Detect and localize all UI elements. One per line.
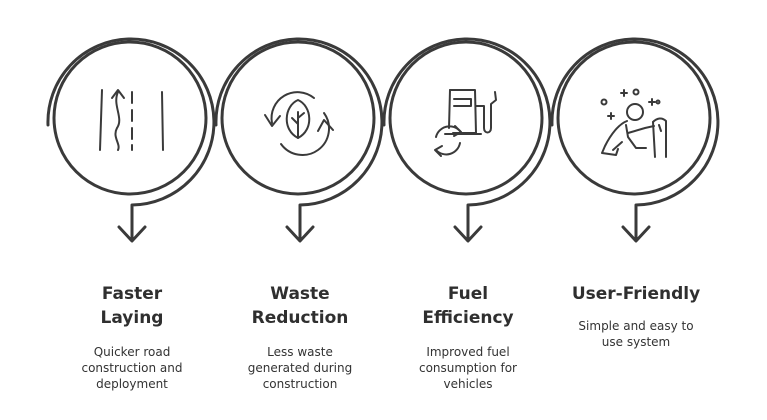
user-friendly-icon (600, 88, 667, 158)
step-2-description: Less waste generated during construction (225, 344, 375, 392)
step-4-title: User-Friendly (556, 282, 716, 306)
step-3-desc-line-1: Improved fuel (426, 345, 510, 359)
step-2-desc-line-1: Less waste (267, 345, 333, 359)
road-icon (99, 89, 164, 151)
fuel-pump-icon (434, 89, 497, 157)
recycle-leaf-icon (264, 91, 334, 157)
step-3-title-line-1: Fuel (447, 284, 489, 304)
step-3-ring (382, 37, 552, 243)
step-2-desc-line-2: generated during (247, 361, 353, 375)
step-1-ring (46, 37, 216, 243)
step-1-title-line-2: Laying (100, 308, 164, 328)
step-2-title-line-1: Waste (270, 284, 330, 304)
step-2-ring (214, 37, 384, 243)
step-2-title-line-2: Reduction (251, 308, 349, 328)
step-4-desc-line-2: use system (601, 335, 671, 349)
step-1-desc-line-2: construction and (81, 361, 183, 375)
step-3-desc-line-3: vehicles (443, 377, 493, 391)
step-1-title: Faster Laying (52, 282, 212, 330)
step-4-title-line-1: User-Friendly (571, 284, 701, 304)
step-1-title-line-1: Faster (101, 284, 163, 304)
step-4-description: Simple and easy to use system (561, 318, 711, 350)
step-3-title: Fuel Efficiency (388, 282, 548, 330)
step-3-description: Improved fuel consumption for vehicles (393, 344, 543, 392)
step-4-ring (550, 37, 720, 243)
step-4-desc-line-1: Simple and easy to (578, 319, 694, 333)
step-3-desc-line-2: consumption for (418, 361, 517, 375)
step-2-desc-line-3: construction (262, 377, 338, 391)
step-2-title: Waste Reduction (220, 282, 380, 330)
step-3-title-line-2: Efficiency (422, 308, 514, 328)
step-1-description: Quicker road construction and deployment (57, 344, 207, 392)
step-1-desc-line-3: deployment (96, 377, 168, 391)
step-1-desc-line-1: Quicker road (93, 345, 171, 359)
